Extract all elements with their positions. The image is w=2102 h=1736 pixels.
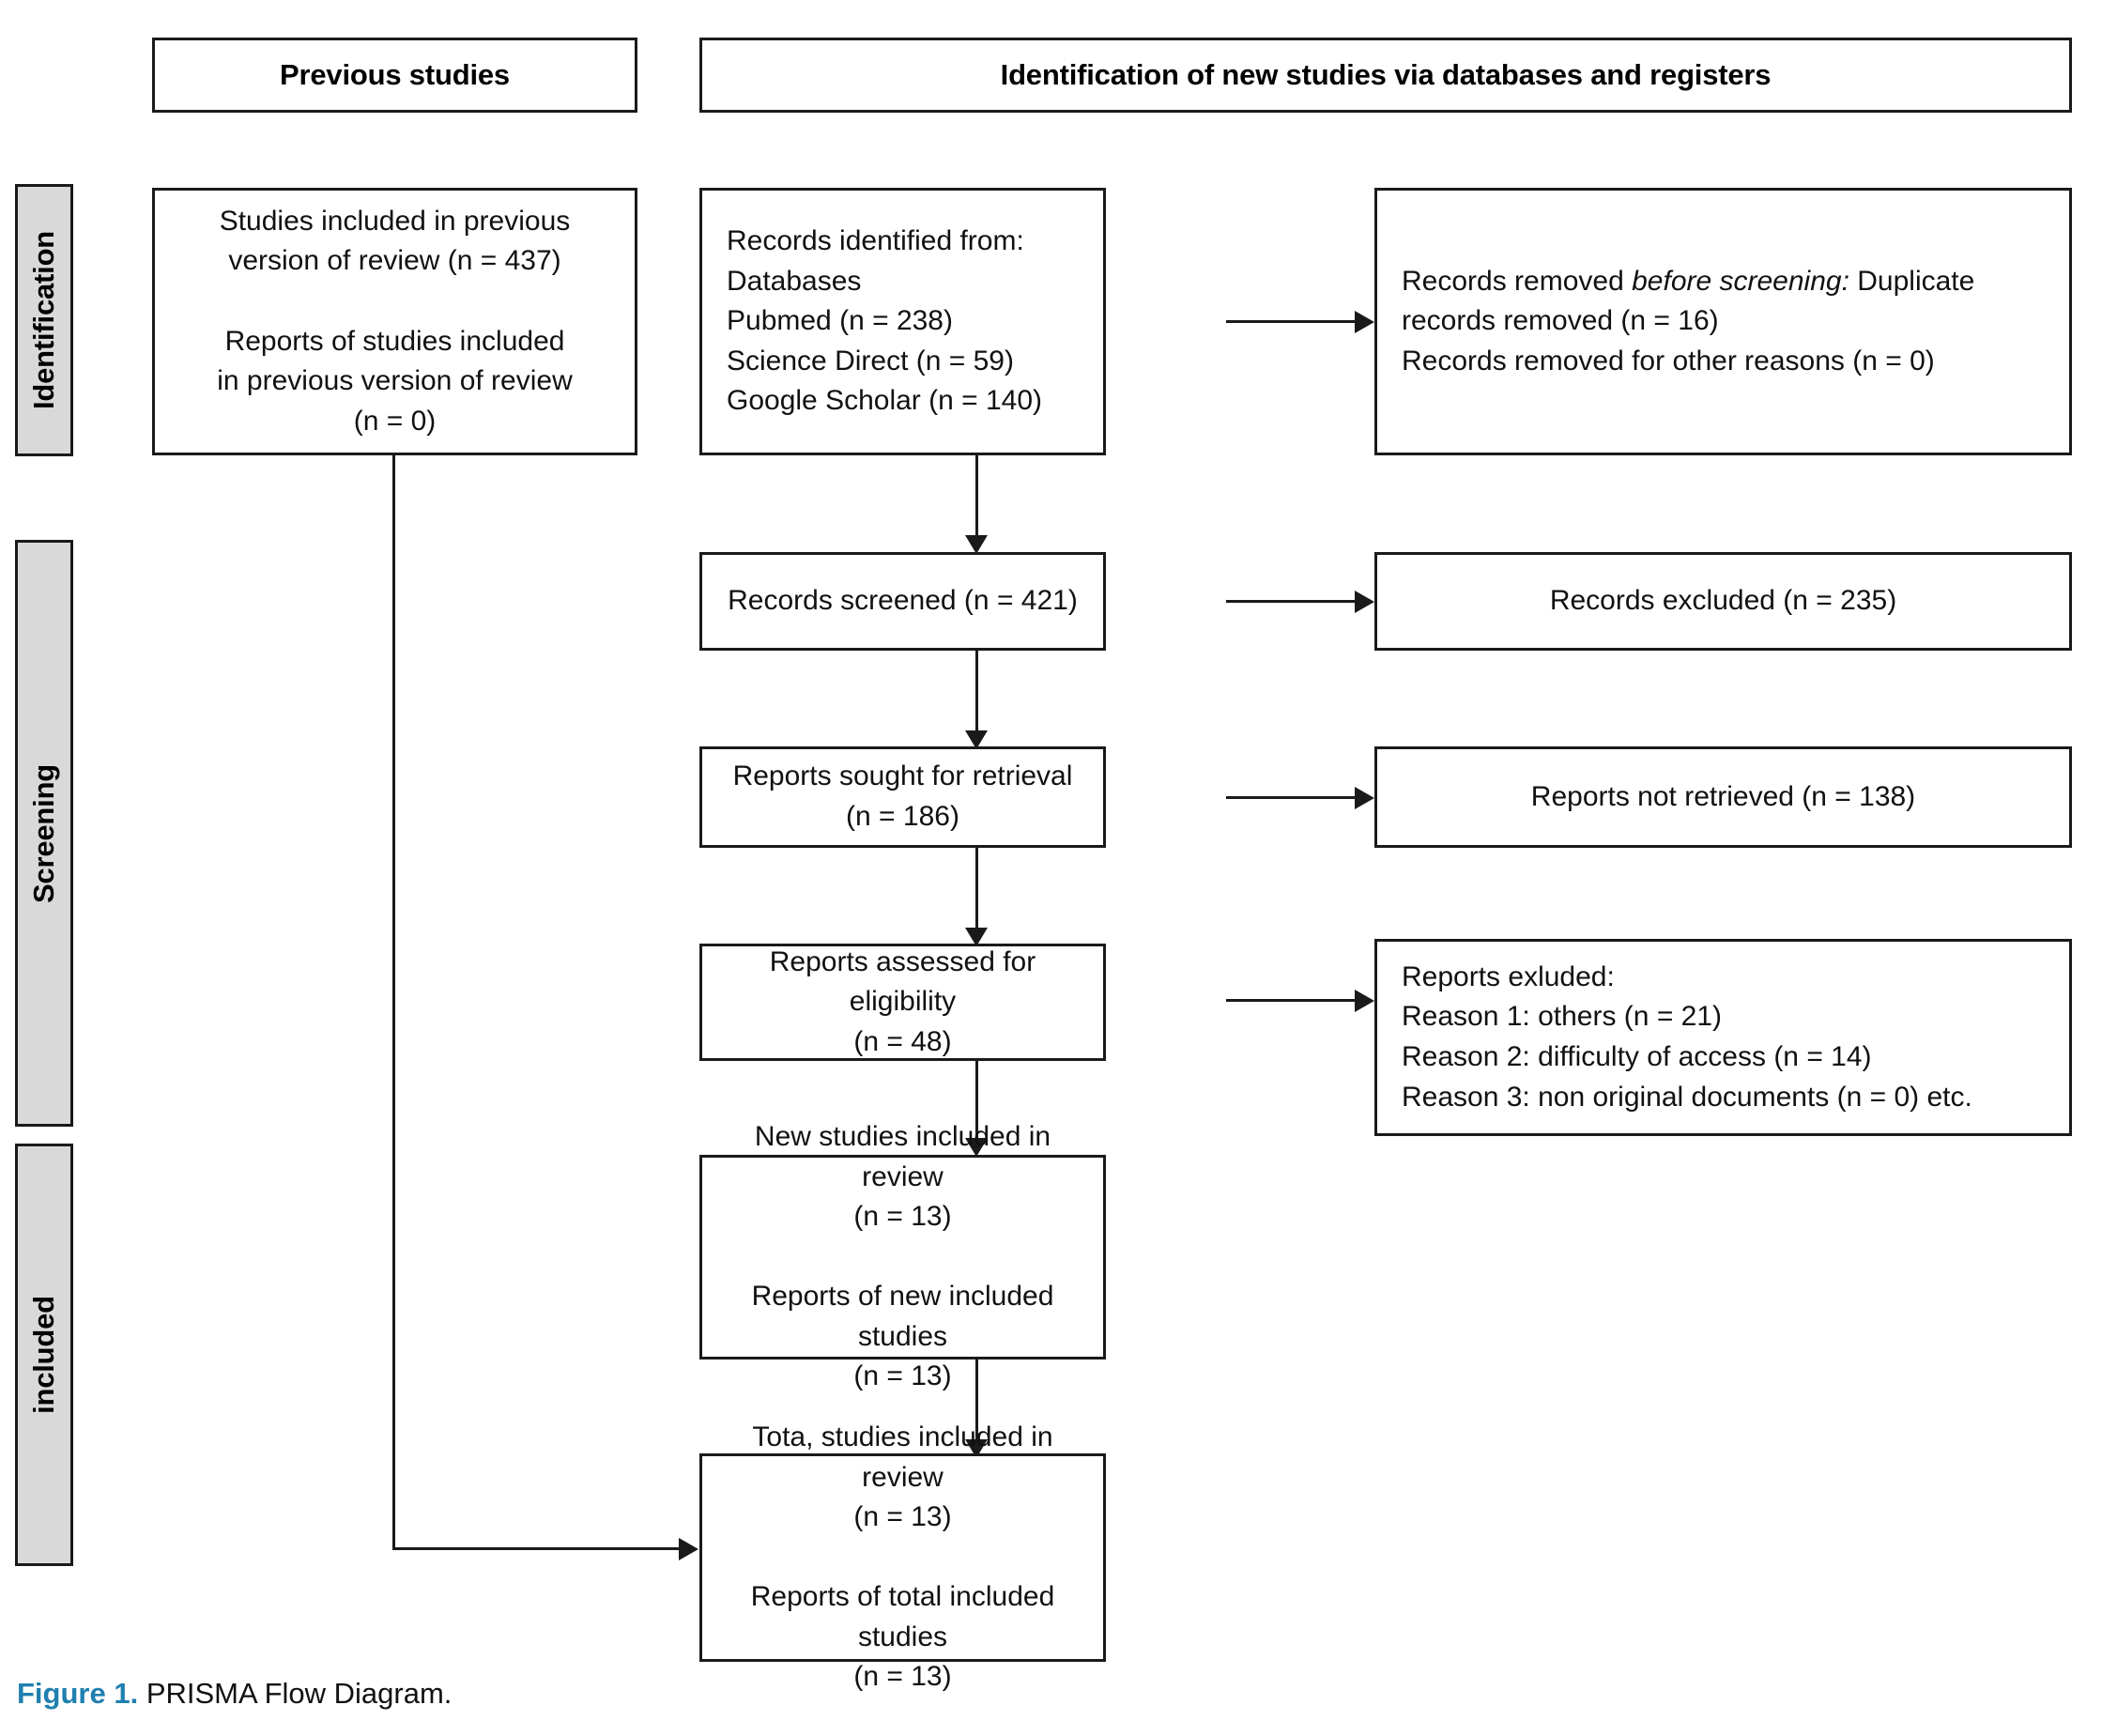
- connector-screened-to-excluded-line: [1226, 600, 1358, 603]
- connector-previous-to-total-arrow: [679, 1538, 698, 1560]
- connector-screened-to-sought-arrow: [965, 730, 988, 749]
- box-reports-excluded-reasons: Reports exluded: Reason 1: others (n = 2…: [1374, 939, 2072, 1136]
- connector-assessed-to-new-included-line: [975, 1061, 978, 1141]
- phase-label-identification-text: Identification: [27, 230, 60, 410]
- connector-identified-to-removed-line: [1226, 320, 1358, 323]
- header-new-studies: Identification of new studies via databa…: [699, 38, 2072, 113]
- box-new-studies-included: New studies included in review (n = 13) …: [699, 1121, 1106, 1391]
- records-removed-title: Records removed: [1402, 265, 1633, 297]
- box-total-studies-included: Tota, studies included in review (n = 13…: [699, 1421, 1106, 1692]
- figure-caption-number: Figure 1.: [17, 1677, 139, 1710]
- header-new-studies-label: Identification of new studies via databa…: [1000, 58, 1772, 91]
- box-reports-assessed-for-eligibility-text: Reports assessed for eligibility (n = 48…: [769, 945, 1036, 1057]
- box-records-identified-text: Records identified from: Databases Pubme…: [727, 225, 1043, 417]
- box-records-excluded: Records excluded (n = 235): [1374, 552, 2072, 651]
- connector-new-included-to-total-line: [975, 1360, 978, 1442]
- box-previous-included-studies: Studies included in previous version of …: [152, 188, 637, 455]
- connector-sought-to-not-retrieved-arrow: [1355, 787, 1374, 809]
- connector-screened-to-sought-line: [975, 651, 978, 733]
- phase-label-screening-text: Screening: [27, 763, 60, 903]
- box-new-studies-included-text: New studies included in review (n = 13) …: [751, 1120, 1054, 1392]
- phase-label-screening: Screening: [15, 540, 73, 1127]
- connector-screened-to-excluded-arrow: [1355, 591, 1374, 613]
- header-previous-studies: Previous studies: [152, 38, 637, 113]
- figure-caption: Figure 1. PRISMA Flow Diagram.: [17, 1677, 452, 1711]
- box-records-screened: Records screened (n = 421): [699, 552, 1106, 651]
- phase-label-included-text: included: [27, 1296, 61, 1414]
- connector-assessed-to-excluded-line: [1226, 999, 1358, 1002]
- connector-sought-to-assessed-line: [975, 848, 978, 930]
- box-records-excluded-text: Records excluded (n = 235): [1549, 585, 1897, 617]
- box-records-removed-before-screening: Records removed before screening: Duplic…: [1374, 188, 2072, 455]
- connector-identified-to-screened-arrow: [965, 535, 988, 554]
- box-reports-sought-for-retrieval: Reports sought for retrieval (n = 186): [699, 746, 1106, 848]
- figure-caption-text: PRISMA Flow Diagram.: [138, 1677, 453, 1710]
- box-reports-not-retrieved-text: Reports not retrieved (n = 138): [1530, 780, 1916, 812]
- box-reports-not-retrieved: Reports not retrieved (n = 138): [1374, 746, 2072, 848]
- header-previous-studies-label: Previous studies: [280, 58, 510, 91]
- records-removed-title-italic: before screening:: [1632, 265, 1849, 297]
- box-records-identified: Records identified from: Databases Pubme…: [699, 188, 1106, 455]
- box-records-screened-text: Records screened (n = 421): [728, 585, 1078, 617]
- phase-label-included: included: [15, 1144, 73, 1566]
- connector-assessed-to-new-included-arrow: [965, 1138, 988, 1157]
- box-reports-sought-for-retrieval-text: Reports sought for retrieval (n = 186): [732, 760, 1073, 832]
- box-total-studies-included-text: Tota, studies included in review (n = 13…: [750, 1421, 1055, 1693]
- phase-label-identification: Identification: [15, 184, 73, 456]
- connector-previous-to-total-vertical: [392, 455, 395, 1550]
- box-previous-included-studies-text: Studies included in previous version of …: [217, 205, 573, 437]
- box-reports-assessed-for-eligibility: Reports assessed for eligibility (n = 48…: [699, 944, 1106, 1061]
- connector-identified-to-removed-arrow: [1355, 311, 1374, 333]
- connector-assessed-to-excluded-arrow: [1355, 990, 1374, 1012]
- connector-sought-to-assessed-arrow: [965, 928, 988, 946]
- records-removed-body: Duplicate records removed (n = 16) Recor…: [1402, 265, 1975, 376]
- box-records-removed-before-screening-text: Records removed before screening: Duplic…: [1377, 262, 2069, 382]
- connector-previous-to-total-horizontal: [392, 1547, 682, 1550]
- connector-identified-to-screened-line: [975, 455, 978, 538]
- connector-sought-to-not-retrieved-line: [1226, 796, 1358, 799]
- box-reports-excluded-reasons-text: Reports exluded: Reason 1: others (n = 2…: [1402, 960, 1972, 1113]
